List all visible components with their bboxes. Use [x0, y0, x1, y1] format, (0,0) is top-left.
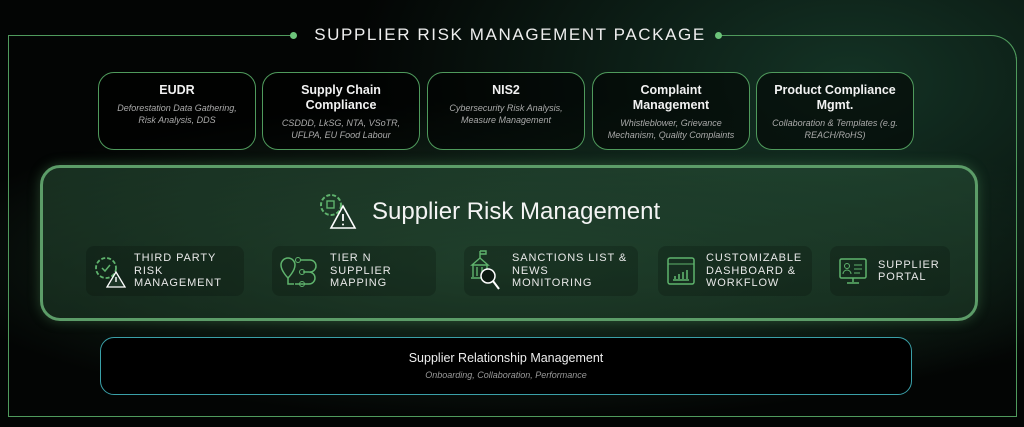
- package-title: SUPPLIER RISK MANAGEMENT PACKAGE: [314, 25, 706, 44]
- module-subtitle: Cybersecurity Risk Analysis, Measure Man…: [449, 103, 563, 125]
- frame-line: [718, 35, 988, 36]
- building-search-icon: [470, 250, 500, 290]
- module-supplier-relationship: Supplier Relationship Management Onboard…: [100, 337, 912, 395]
- module-subtitle: CSDDD, LkSG, NTA, VSoTR, UFLPA, EU Food …: [281, 118, 401, 140]
- core-panel: [40, 165, 978, 321]
- module-subtitle: Whistleblower, Grievance Mechanism, Qual…: [607, 118, 735, 140]
- module-eudr: EUDR Deforestation Data Gathering, Risk A…: [98, 72, 256, 150]
- feature-tier-n-mapping: TIER N SUPPLIER MAPPING: [272, 246, 436, 296]
- module-title: Complaint Management: [632, 83, 710, 112]
- feature-label: TIER N SUPPLIER MAPPING: [330, 252, 392, 290]
- portal-icon: [839, 258, 867, 284]
- feature-third-party-risk: THIRD PARTY RISK MANAGEMENT: [86, 246, 244, 296]
- module-subtitle: Collaboration & Templates (e.g. REACH/Ro…: [772, 118, 898, 140]
- module-title: Product Compliance Mgmt.: [774, 83, 896, 112]
- frame-corner: [970, 35, 1017, 75]
- dot-right: [715, 32, 722, 39]
- feature-supplier-portal: SUPPLIER PORTAL: [830, 246, 950, 296]
- feature-label: SANCTIONS LIST & NEWS MONITORING: [512, 252, 628, 290]
- gear-warning-icon: [320, 194, 357, 229]
- feature-label: CUSTOMIZABLE DASHBOARD & WORKFLOW: [706, 252, 803, 290]
- feature-sanctions-news: SANCTIONS LIST & NEWS MONITORING: [464, 246, 638, 296]
- gear-warning-icon: [95, 257, 126, 288]
- dashboard-icon: [667, 257, 695, 285]
- dot-left: [290, 32, 297, 39]
- module-subtitle: Onboarding, Collaboration, Performance: [425, 370, 587, 380]
- feature-label: THIRD PARTY RISK MANAGEMENT: [134, 252, 222, 290]
- package-frame: [8, 35, 1017, 417]
- feature-label: SUPPLIER PORTAL: [878, 258, 940, 284]
- core-title: Supplier Risk Management: [372, 198, 661, 225]
- module-subtitle: Deforestation Data Gathering, Risk Analy…: [117, 103, 237, 125]
- module-title: Supply Chain Compliance: [301, 83, 381, 112]
- module-title: NIS2: [492, 83, 520, 97]
- map-route-icon: [280, 257, 317, 287]
- frame-line: [8, 35, 293, 36]
- module-product-compliance: Product Compliance Mgmt. Collaboration & …: [756, 72, 914, 150]
- module-title: Supplier Relationship Management: [408, 351, 604, 365]
- module-title: EUDR: [159, 83, 195, 97]
- feature-dashboard-workflow: CUSTOMIZABLE DASHBOARD & WORKFLOW: [658, 246, 812, 296]
